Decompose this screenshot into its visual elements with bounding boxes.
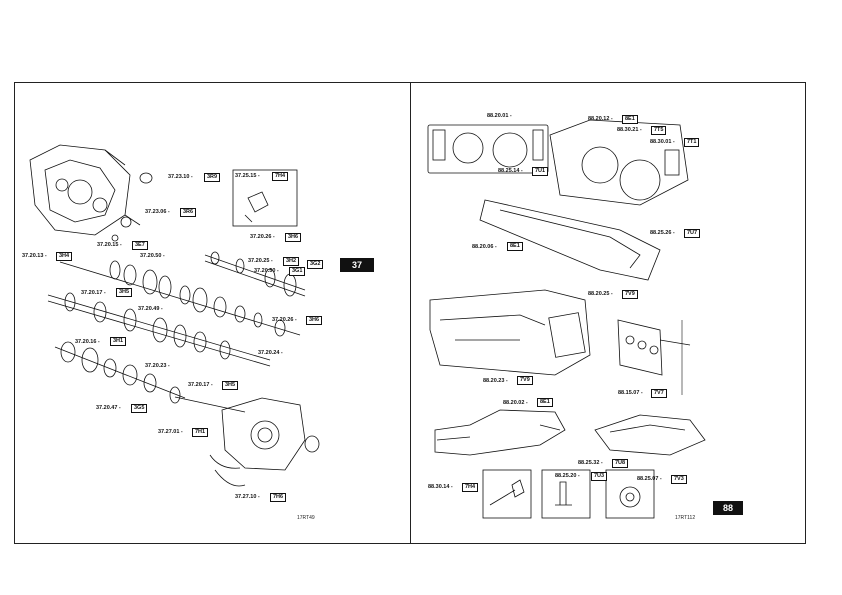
callout-code: 3H6 — [306, 316, 323, 325]
callout-id: 88.25.07 - — [637, 476, 662, 482]
callout-id: 88.20.01 - — [487, 113, 512, 119]
callout-id: 37.20.24 - — [258, 350, 283, 356]
callout-id: 37.27.01 - — [158, 429, 183, 435]
gear-stack-bottom — [54, 341, 186, 404]
callout-code: 7H4 — [272, 172, 289, 181]
control-unit-illustration — [429, 289, 591, 376]
switch-panel-illustration — [617, 319, 691, 376]
rear-casing-illustration — [209, 397, 320, 487]
page-divider — [410, 82, 411, 544]
callout-code: 7U8 — [612, 459, 629, 468]
air-duct-illustration — [434, 409, 566, 456]
callout-id: 37.20.50 - — [140, 253, 165, 259]
page-number-badge: 88 — [713, 501, 743, 515]
callout-id: 37.20.17 - — [81, 290, 106, 296]
callout-code: 3G1 — [289, 267, 306, 276]
callout-code: 7H1 — [192, 428, 209, 437]
callout-code: 7U1 — [532, 167, 549, 176]
callout-id: 37.20.13 - — [22, 253, 47, 259]
callout-code: 3R9 — [204, 173, 221, 182]
callout-id: 88.20.12 - — [588, 116, 613, 122]
callout-id: 88.30.21 - — [617, 127, 642, 133]
callout-id: 88.15.07 - — [618, 390, 643, 396]
callout-id: 88.25.14 - — [498, 168, 523, 174]
callout-id: 88.25.32 - — [578, 460, 603, 466]
callout-id: 88.30.01 - — [650, 139, 675, 145]
floor-tray-illustration — [594, 414, 706, 456]
callout-id: 37.25.15 - — [235, 173, 260, 179]
callout-code: 8E1 — [622, 115, 638, 124]
callout-id: 37.27.10 - — [235, 494, 260, 500]
callout-id: 37.20.23 - — [145, 363, 170, 369]
callout-id: 37.20.26 - — [272, 317, 297, 323]
callout-code: 7V9 — [517, 376, 533, 385]
callout-code: 3E7 — [132, 241, 148, 250]
callout-id: 88.20.23 - — [483, 378, 508, 384]
callout-id: 88.20.25 - — [588, 291, 613, 297]
callout-code: 7U7 — [684, 229, 701, 238]
cluster-shroud-illustration — [479, 199, 661, 281]
callout-code: 7T5 — [651, 126, 667, 135]
instrument-cluster-illustration — [549, 119, 689, 206]
callout-id: 37.20.49 - — [138, 306, 163, 312]
figure-ref: 17RT112 — [675, 515, 696, 521]
callout-code: 7U3 — [591, 472, 608, 481]
callout-code: 7V7 — [651, 389, 667, 398]
page-number-badge: 37 — [340, 258, 374, 272]
callout-id: 88.20.02 - — [503, 400, 528, 406]
callout-id: 88.20.06 - — [472, 244, 497, 250]
callout-id: 37.20.17 - — [188, 382, 213, 388]
sensor-illustrations — [489, 479, 641, 508]
callout-id: 37.20.26 - — [250, 234, 275, 240]
callout-id: 88.25.20 - — [555, 473, 580, 479]
callout-code: 3H6 — [285, 233, 302, 242]
callout-id: 37.20.25 - — [248, 258, 273, 264]
callout-code: 7V9 — [622, 290, 638, 299]
switch-illustration — [244, 191, 269, 223]
callout-id: 88.25.26 - — [650, 230, 675, 236]
callout-id: 37.20.16 - — [75, 339, 100, 345]
callout-code: 3R6 — [180, 208, 197, 217]
layshaft-illustration — [47, 292, 271, 367]
callout-id: 37.23.10 - — [168, 174, 193, 180]
callout-id: 37.23.06 - — [145, 209, 170, 215]
inset-box — [541, 469, 591, 519]
callout-code: 7T1 — [684, 138, 700, 147]
callout-code: 3G2 — [307, 260, 324, 269]
mainshaft-illustration — [204, 251, 306, 297]
callout-code: 7H6 — [270, 493, 287, 502]
callout-code: 3H1 — [110, 337, 127, 346]
callout-code: 7V3 — [671, 475, 687, 484]
callout-code: 3H4 — [56, 252, 73, 261]
callout-code: 8E1 — [507, 242, 523, 251]
gear-stack-top — [59, 260, 301, 337]
instrument-dial-illustration — [427, 124, 549, 174]
callout-id: 37.20.15 - — [97, 242, 122, 248]
figure-ref: 17RT49 — [297, 515, 315, 521]
callout-code: 3H2 — [283, 257, 300, 266]
callout-code: 3G5 — [131, 404, 148, 413]
callout-id: 37.20.50 - — [254, 268, 279, 274]
callout-id: 37.20.47 - — [96, 405, 121, 411]
callout-code: 3H5 — [222, 381, 239, 390]
callout-code: 3H5 — [116, 288, 133, 297]
gearbox-housing-illustration — [29, 144, 141, 236]
inset-box — [482, 469, 532, 519]
callout-code: 7H4 — [462, 483, 479, 492]
callout-id: 88.30.14 - — [428, 484, 453, 490]
seal-illustrations — [111, 172, 153, 242]
inset-box — [232, 169, 298, 227]
inset-box — [605, 469, 655, 519]
callout-code: 8E1 — [537, 398, 553, 407]
